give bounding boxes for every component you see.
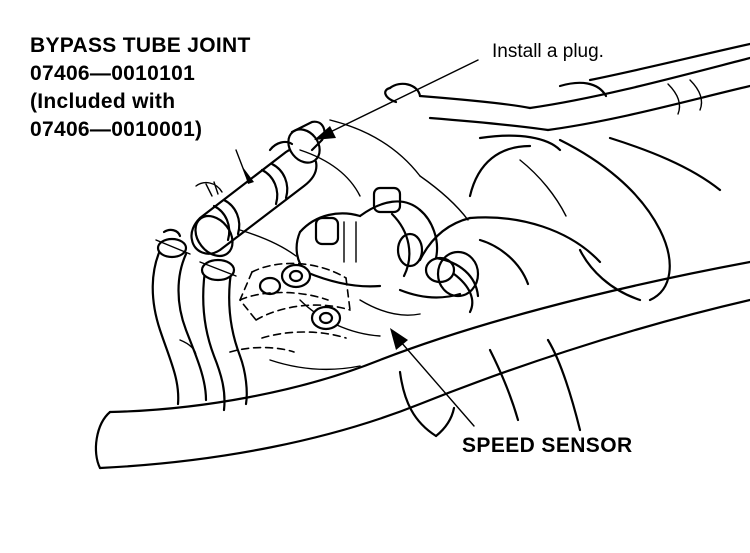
- bypass-tube-joint-label: BYPASS TUBE JOINT 07406—0010101 (Include…: [30, 32, 251, 144]
- install-plug-label: Install a plug.: [492, 41, 604, 62]
- intake-housing: [418, 134, 722, 302]
- bypass-tube-joint-line-3: (Included with: [30, 90, 176, 113]
- upper-hose-bundle: [384, 42, 750, 132]
- frame-tube: [94, 260, 750, 470]
- bypass-tube-joint-line-1: BYPASS TUBE JOINT: [30, 34, 251, 57]
- speed-sensor-label: SPEED SENSOR: [462, 434, 633, 457]
- bypass-tube-joint-part: [190, 120, 326, 258]
- speed-sensor-mount: [229, 262, 351, 353]
- bypass-tube-joint-line-2: 07406—0010101: [30, 62, 196, 85]
- coolant-hoses: [151, 228, 248, 412]
- sensor-housing: [295, 186, 480, 337]
- leader-lines: [235, 59, 479, 427]
- bypass-tube-joint-line-4: 07406—0010001): [30, 118, 203, 141]
- lower-bracket: [398, 338, 582, 438]
- engine-outline: [239, 119, 567, 371]
